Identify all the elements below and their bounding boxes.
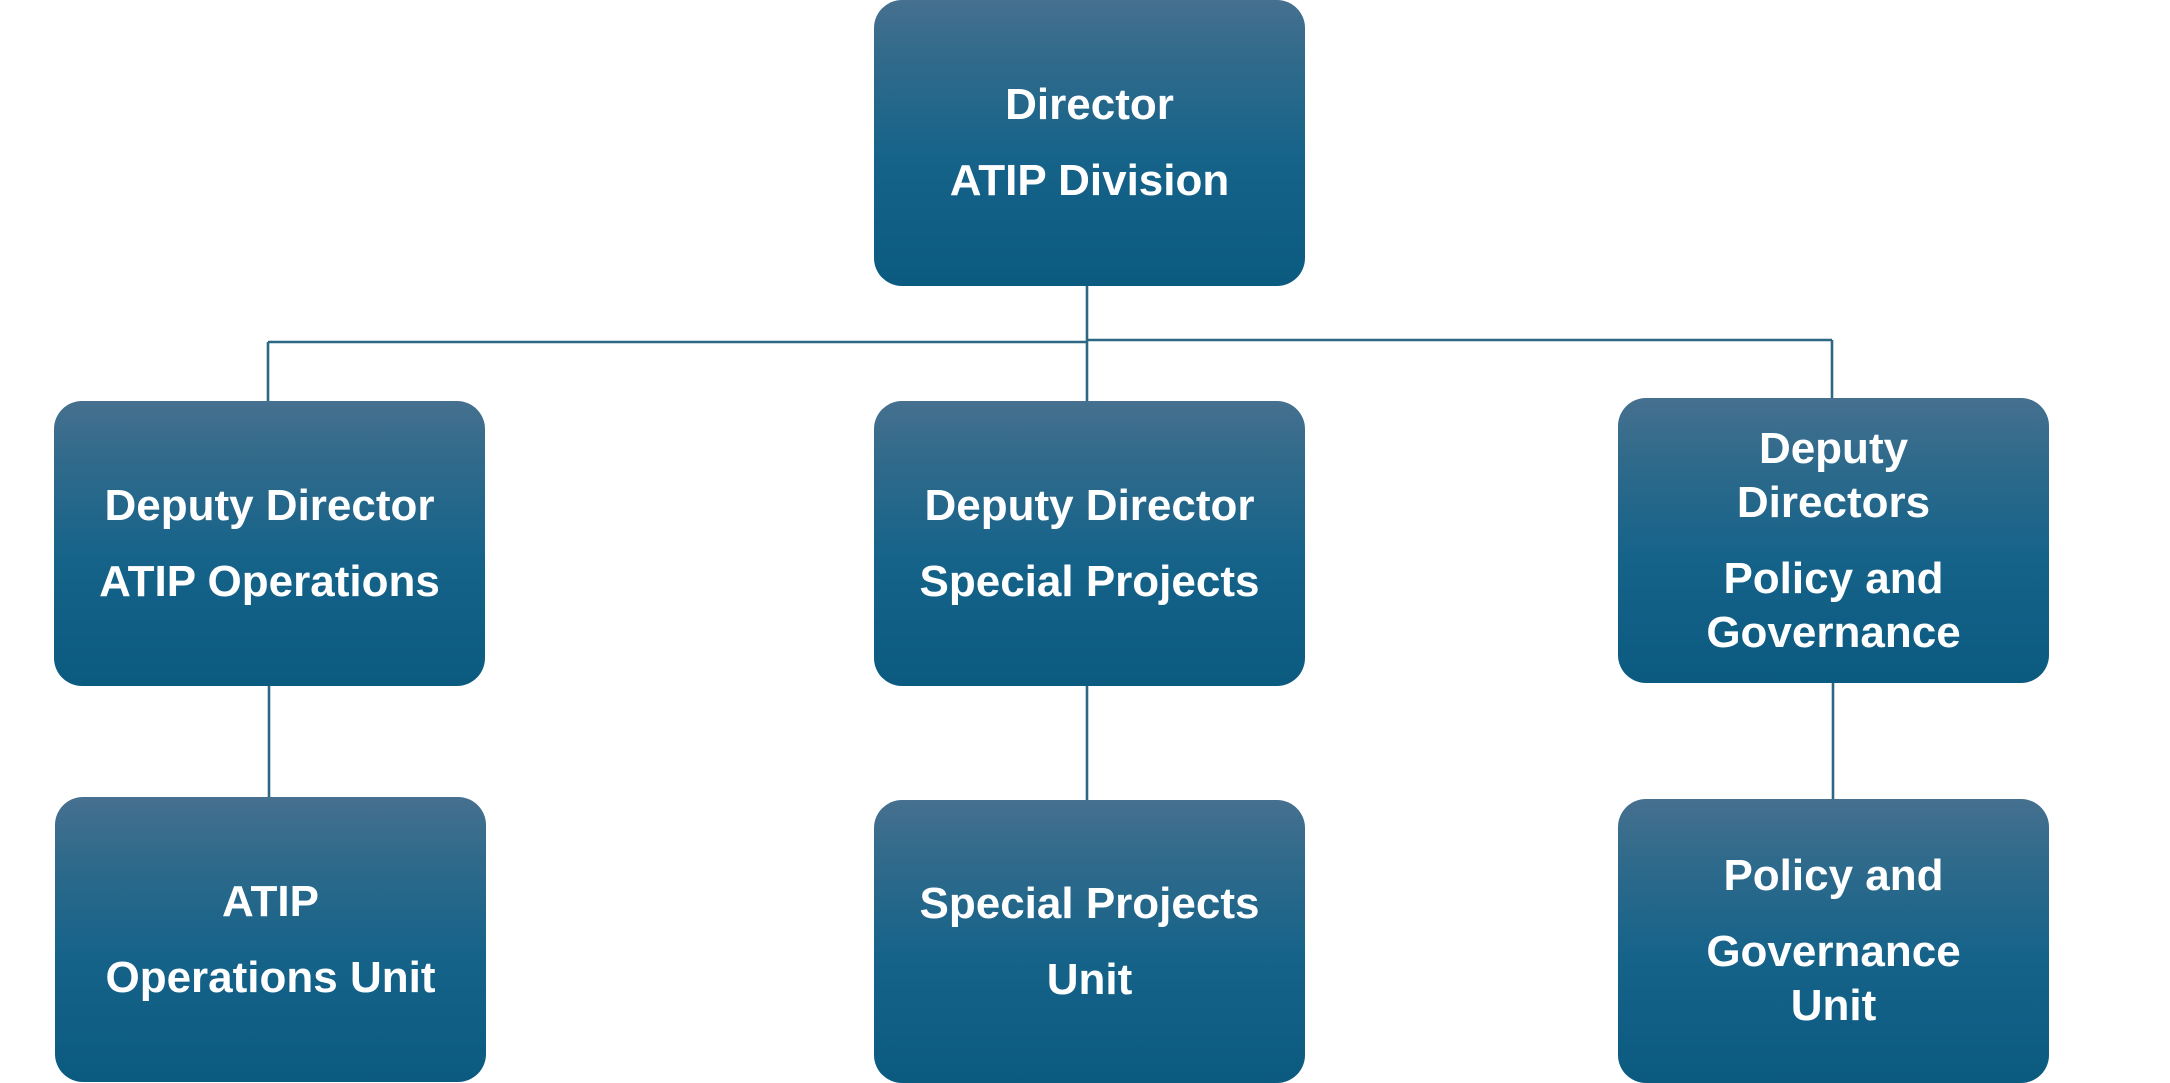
deputy-operations-box: Deputy Director ATIP Operations	[54, 401, 485, 686]
deputy-special-projects-title: Deputy Director	[924, 480, 1255, 530]
deputy-special-projects-unit: Special Projects	[919, 556, 1260, 606]
policy-governance-unit-line1: Policy and	[1723, 851, 1944, 900]
atip-operations-unit-line1: ATIP	[222, 876, 319, 926]
deputy-special-projects-box: Deputy Director Special Projects	[874, 401, 1305, 686]
deputy-policy-title-line1: Deputy	[1758, 423, 1909, 473]
deputy-policy-governance-box: Deputy Directors Policy and Governance	[1618, 398, 2049, 683]
policy-governance-unit-box: Policy and Governance Unit	[1618, 799, 2049, 1083]
special-projects-unit-line2: Unit	[1046, 954, 1133, 1004]
director-box: Director ATIP Division	[874, 0, 1305, 286]
director-unit: ATIP Division	[949, 156, 1230, 205]
deputy-operations-unit: ATIP Operations	[99, 556, 440, 606]
atip-operations-unit-line2: Operations Unit	[105, 952, 436, 1002]
deputy-policy-unit-line2: Governance	[1706, 607, 1961, 657]
deputy-policy-unit-line1: Policy and	[1723, 553, 1944, 603]
special-projects-unit-line1: Special Projects	[919, 878, 1260, 928]
deputy-policy-title-line2: Directors	[1736, 477, 1931, 527]
policy-governance-unit-line2: Governance	[1706, 927, 1961, 976]
policy-governance-unit-line3: Unit	[1790, 981, 1877, 1030]
deputy-operations-title: Deputy Director	[104, 480, 435, 530]
atip-operations-unit-box: ATIP Operations Unit	[55, 797, 486, 1082]
special-projects-unit-box: Special Projects Unit	[874, 800, 1305, 1083]
director-title: Director	[1005, 80, 1174, 129]
